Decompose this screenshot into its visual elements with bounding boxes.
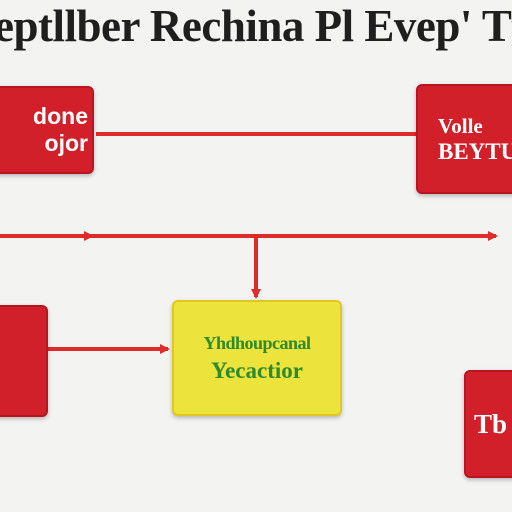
box-top-left: done ojor: [0, 86, 94, 174]
box-top-left-line1: done: [33, 103, 88, 129]
box-center-line1: Yhdhoupcanal: [203, 332, 311, 353]
box-mid-left: [0, 305, 48, 417]
box-top-right: Volle BEYTU: [416, 84, 512, 194]
diagram-title: eptllber Rechina Pl Evep' Tf: [0, 1, 512, 51]
box-top-right-line2: BEYTU: [438, 138, 512, 164]
box-center: Yhdhoupcanal Yecactior: [172, 300, 342, 416]
box-bottom-right: Tb: [464, 370, 512, 478]
box-bottom-right-line1: Tb: [474, 408, 508, 439]
box-top-right-line1: Volle: [438, 113, 483, 138]
box-top-left-line2: ojor: [44, 130, 88, 156]
box-center-line2: Yecactior: [211, 357, 303, 383]
